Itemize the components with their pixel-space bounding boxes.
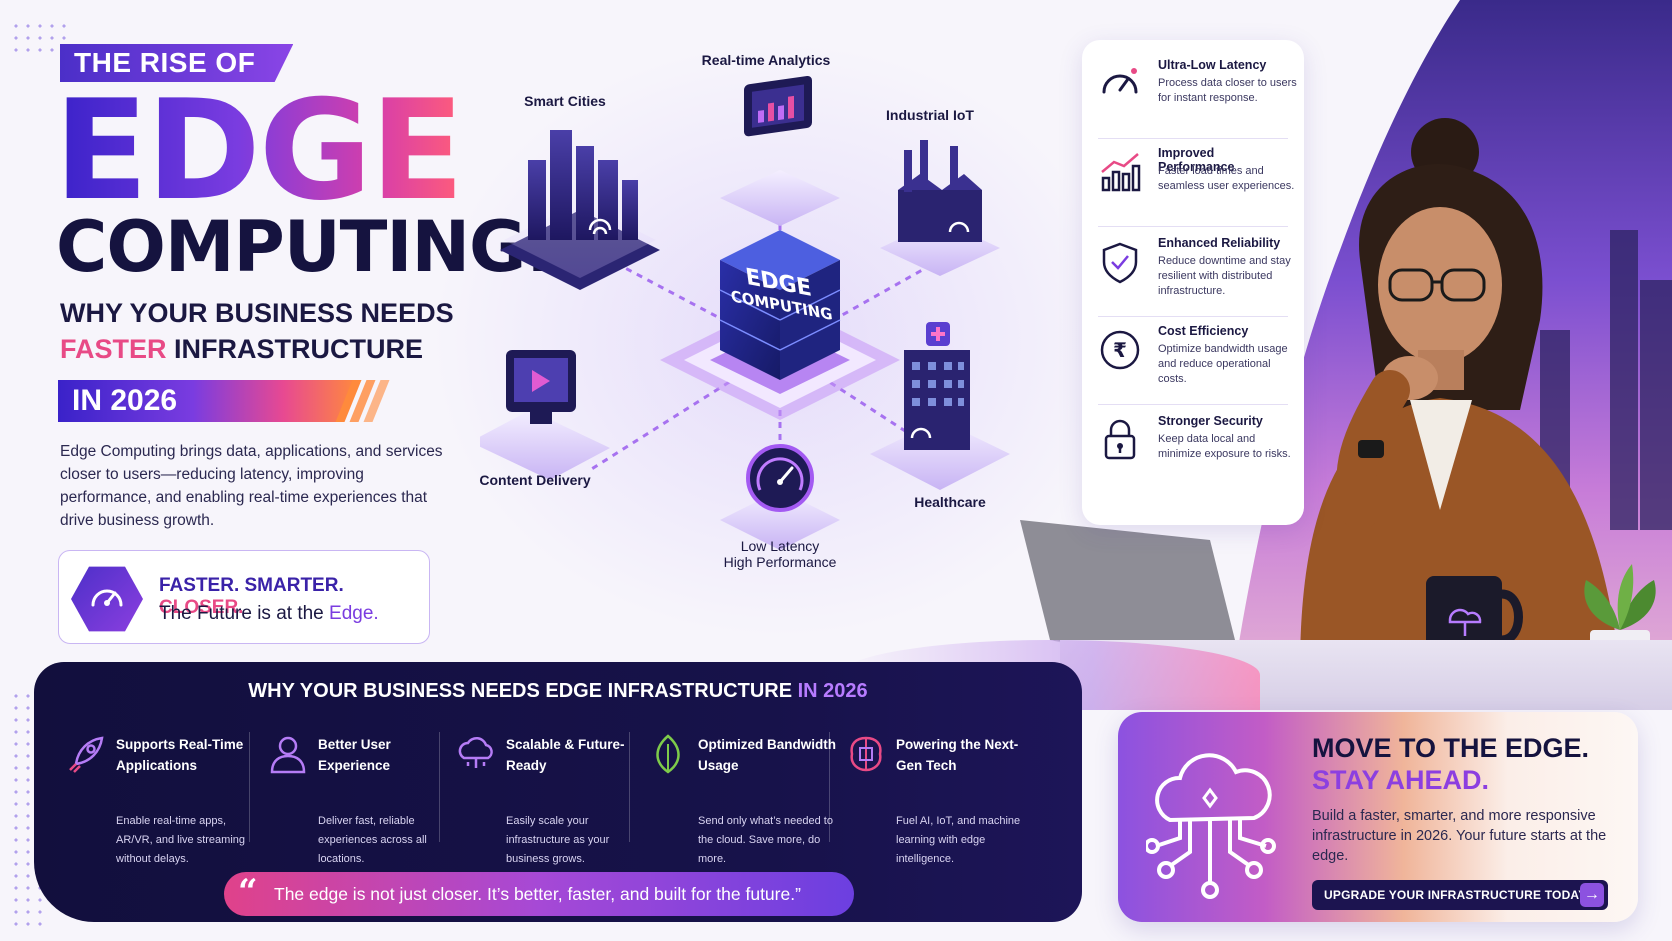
feature-title: Optimized Bandwidth Usage bbox=[698, 737, 836, 773]
quote-mark-icon: “ bbox=[238, 872, 258, 912]
subtitle-rest: INFRASTRUCTURE bbox=[166, 334, 424, 364]
benefit-item: Enhanced Reliability Reduce downtime and… bbox=[1098, 236, 1294, 316]
subtitle-line-2: FASTER INFRASTRUCTURE bbox=[60, 331, 454, 367]
subtitle-line-1: WHY YOUR BUSINESS NEEDS bbox=[60, 298, 454, 328]
arrow-right-icon: → bbox=[1580, 883, 1604, 907]
feature-title: Better User Experience bbox=[318, 737, 391, 773]
cta-card: MOVE TO THE EDGE. STAY AHEAD. Build a fa… bbox=[1118, 712, 1638, 922]
cta-heading-1: MOVE TO THE EDGE. bbox=[1312, 733, 1590, 763]
growth-chart-icon bbox=[1101, 153, 1141, 192]
leaf-icon bbox=[656, 734, 680, 774]
divider bbox=[829, 732, 830, 842]
divider bbox=[1098, 138, 1288, 139]
why-edge-panel: WHY YOUR BUSINESS NEEDS EDGE INFRASTRUCT… bbox=[34, 662, 1082, 922]
feature-column: Scalable & Future-Ready Easily scale you… bbox=[454, 726, 650, 876]
feature-column: Better User Experience Deliver fast, rel… bbox=[266, 726, 462, 876]
motto-line-2: The Future is at the Edge. bbox=[159, 603, 379, 625]
motto-highlight: CLOSER. bbox=[159, 597, 244, 618]
feature-desc: Send only what’s needed to the cloud. Sa… bbox=[698, 815, 833, 865]
network-graphic bbox=[470, 75, 1010, 550]
feature-column: Optimized Bandwidth Usage Send only what… bbox=[646, 726, 842, 876]
benefit-title: Improved Performance bbox=[1158, 146, 1235, 174]
node-label-smart-cities: Smart Cities bbox=[524, 93, 606, 109]
benefit-title: Cost Efficiency bbox=[1158, 324, 1249, 338]
divider bbox=[1098, 226, 1288, 227]
speedometer-icon bbox=[71, 566, 143, 632]
divider bbox=[1098, 316, 1288, 317]
motto-line-1: FASTER. SMARTER. CLOSER. bbox=[159, 575, 429, 619]
quote-banner: “ The edge is not just closer. It’s bett… bbox=[224, 872, 854, 916]
node-label-analytics: Real-time Analytics bbox=[701, 52, 831, 68]
divider bbox=[249, 732, 250, 842]
cta-body: Build a faster, smarter, and more respon… bbox=[1312, 808, 1607, 864]
motto-text: The Future is at the bbox=[159, 603, 330, 624]
feature-column: Supports Real-Time Applications Enable r… bbox=[64, 726, 260, 876]
panel-title-text: WHY YOUR BUSINESS NEEDS EDGE INFRASTRUCT… bbox=[248, 680, 798, 702]
cloud-network-icon bbox=[458, 736, 493, 768]
node-label-industrial-iot: Industrial IoT bbox=[886, 107, 974, 123]
hero-title-edge: EDGE bbox=[54, 70, 464, 231]
feature-desc: Easily scale your infrastructure as your… bbox=[506, 815, 610, 865]
feature-title: Scalable & Future-Ready bbox=[506, 737, 625, 773]
benefit-title: Stronger Security bbox=[1158, 414, 1263, 428]
cta-heading-2: STAY AHEAD. bbox=[1312, 765, 1490, 795]
benefit-desc: Reduce downtime and stay resilient with … bbox=[1158, 255, 1291, 297]
benefit-title: Enhanced Reliability bbox=[1158, 236, 1281, 250]
skyline-building bbox=[1640, 280, 1672, 530]
latency-line-2: High Performance bbox=[723, 554, 837, 570]
hero-tag: THE RISE OF bbox=[60, 44, 294, 82]
panel-title-highlight: IN 2026 bbox=[797, 680, 868, 702]
divider bbox=[439, 732, 440, 842]
divider bbox=[629, 732, 630, 842]
benefit-item: ₹ Cost Efficiency Optimize bandwidth usa… bbox=[1098, 324, 1294, 404]
subtitle-highlight: FASTER bbox=[60, 334, 167, 364]
quote-text: The edge is not just closer. It’s better… bbox=[274, 884, 801, 904]
latency-line-1: Low Latency bbox=[740, 538, 820, 554]
benefits-card: Ultra-Low Latency Process data closer to… bbox=[1082, 40, 1304, 525]
benefit-desc: Faster load times and seamless user expe… bbox=[1158, 165, 1295, 192]
feature-desc: Fuel AI, IoT, and machine learning with … bbox=[896, 815, 1021, 865]
brain-chip-icon bbox=[850, 736, 882, 772]
shield-icon bbox=[1102, 242, 1138, 284]
motto-text: FASTER. SMARTER. bbox=[159, 575, 344, 596]
node-label-healthcare: Healthcare bbox=[914, 494, 986, 510]
upgrade-button-label: UPGRADE YOUR INFRASTRUCTURE TODAY bbox=[1324, 888, 1587, 902]
year-banner: IN 2026 bbox=[58, 380, 358, 422]
hero-title-computing: COMPUTING: bbox=[56, 206, 554, 288]
feature-title: Powering the Next-Gen Tech bbox=[896, 737, 1019, 773]
node-label-low-latency: Low Latency High Performance bbox=[690, 538, 870, 570]
benefit-desc: Keep data local and minimize exposure to… bbox=[1158, 433, 1291, 460]
rupee-icon: ₹ bbox=[1100, 330, 1140, 370]
feature-desc: Enable real-time apps, AR/VR, and live s… bbox=[116, 815, 245, 865]
gauge-icon bbox=[1102, 68, 1138, 94]
benefit-item: Improved Performance Faster load times a… bbox=[1098, 146, 1294, 226]
intro-paragraph: Edge Computing brings data, applications… bbox=[60, 443, 443, 529]
skyline-building bbox=[1610, 230, 1638, 530]
edge-network-diagram: EDGE COMPUTING Real-time Analytics Smart… bbox=[470, 50, 1080, 640]
feature-desc: Deliver fast, reliable experiences acros… bbox=[318, 815, 427, 865]
person-illustration bbox=[1300, 118, 1620, 670]
benefit-title: Ultra-Low Latency bbox=[1158, 58, 1267, 72]
upgrade-button[interactable]: UPGRADE YOUR INFRASTRUCTURE TODAY → bbox=[1312, 880, 1608, 910]
benefit-item: Ultra-Low Latency Process data closer to… bbox=[1098, 58, 1297, 138]
motto-card: FASTER. SMARTER. CLOSER. The Future is a… bbox=[58, 550, 430, 644]
lock-icon bbox=[1104, 419, 1136, 460]
rocket-icon bbox=[69, 736, 104, 773]
benefit-desc: Optimize bandwidth usage and reduce oper… bbox=[1158, 343, 1288, 385]
divider bbox=[1098, 404, 1288, 405]
feature-column: Powering the Next-Gen Tech Fuel AI, IoT,… bbox=[844, 726, 1040, 876]
feature-title: Supports Real-Time Applications bbox=[116, 737, 244, 773]
benefit-desc: Process data closer to users for instant… bbox=[1158, 77, 1297, 104]
user-icon bbox=[270, 736, 306, 774]
svg-text:₹: ₹ bbox=[1113, 338, 1127, 362]
motto-highlight: Edge. bbox=[329, 603, 379, 624]
benefit-item: Stronger Security Keep data local and mi… bbox=[1098, 414, 1294, 494]
panel-title: WHY YOUR BUSINESS NEEDS EDGE INFRASTRUCT… bbox=[34, 680, 1082, 703]
node-label-content-delivery: Content Delivery bbox=[479, 472, 591, 488]
hero-subtitle: WHY YOUR BUSINESS NEEDS FASTER INFRASTRU… bbox=[60, 295, 454, 367]
cloud-network-icon bbox=[1146, 753, 1276, 899]
